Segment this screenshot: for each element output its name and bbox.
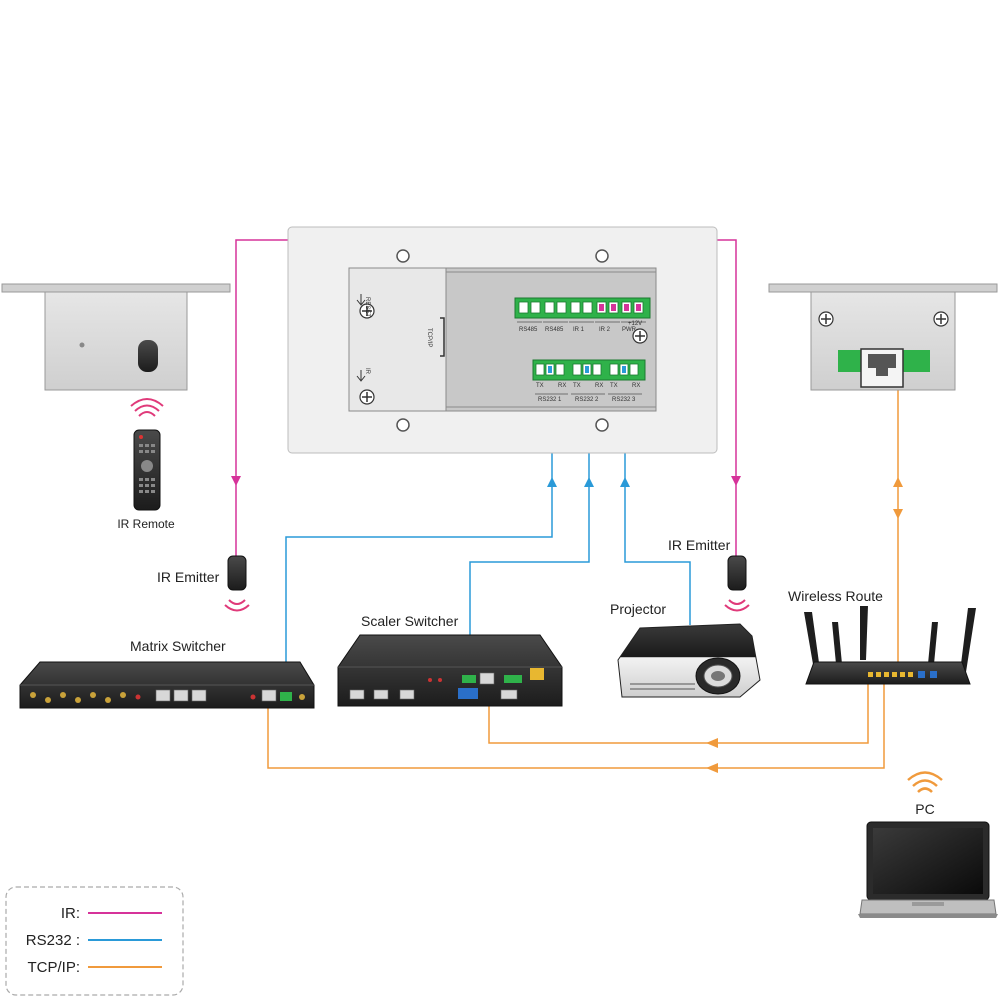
matrix-rs232-port — [280, 692, 292, 701]
legend-box — [5, 886, 184, 996]
ir-emitter-left — [224, 555, 250, 612]
rs232-cable-2 — [469, 378, 590, 680]
ir-remote — [130, 398, 164, 511]
ir-remote-label: IR Remote — [117, 517, 175, 531]
tcpip-port-slot — [440, 317, 445, 357]
screw-hole-top-left — [396, 249, 410, 263]
panel-left-section — [348, 267, 447, 412]
tcpip-arrows — [706, 477, 903, 773]
scaler-switcher — [337, 634, 563, 707]
ir-port-label: IR — [364, 368, 370, 375]
rs232-arrow-2 — [584, 477, 594, 487]
ir-arrow-icon — [356, 370, 366, 382]
rs232-terminal-row — [532, 359, 646, 395]
tcpip-arrow-up — [893, 477, 903, 487]
legend: IR: RS232 : TCP/IP: — [5, 886, 184, 996]
ir-receiver-wall-unit — [1, 283, 231, 391]
rs485-1-label: RS485 — [519, 327, 538, 333]
reset-label: RESET — [364, 297, 370, 317]
projector — [617, 623, 761, 698]
matrix-switcher-label: Matrix Switcher — [130, 638, 226, 654]
ir2-label: IR 2 — [599, 327, 611, 333]
pc-label: PC — [915, 801, 934, 817]
ir-arrow-left — [231, 476, 241, 486]
tcpip-arrow-down — [893, 509, 903, 519]
rs232-2-label: RS232 2 — [575, 397, 599, 403]
ir-emitter-right-label: IR Emitter — [668, 537, 731, 553]
rs232-arrow-3 — [620, 477, 630, 487]
ir-emitter-left-label: IR Emitter — [157, 569, 220, 585]
rs232-2-rx-label: RX — [595, 383, 603, 389]
tcpip-cable-matrix — [267, 676, 885, 769]
laptop-screen — [873, 828, 983, 894]
scaler-rs232-port — [462, 675, 476, 683]
rs232-arrows — [547, 477, 630, 487]
top-terminal-row — [514, 297, 651, 323]
panel-screw-bottom — [359, 389, 375, 405]
wifi-icon — [907, 771, 943, 793]
rs232-1-rx-label: RX — [558, 383, 566, 389]
rj45-wall-unit — [768, 283, 998, 391]
rs232-cable-3 — [624, 378, 691, 625]
rs232-1-tx-label: TX — [536, 383, 544, 389]
screw-hole-bottom-left — [396, 418, 410, 432]
matrix-switcher — [19, 661, 315, 709]
screw-hole-top-right — [595, 249, 609, 263]
wireless-router-label: Wireless Route — [788, 588, 883, 604]
tcpip-arrow-scaler — [706, 738, 718, 748]
laptop-pc — [858, 821, 998, 918]
legend-label-tcpip: TCP/IP: — [27, 959, 80, 976]
tcpip-port-label: TCP/IP — [426, 328, 432, 347]
tcpip-cables — [267, 385, 899, 769]
screw-hole-bottom-right — [595, 418, 609, 432]
tcpip-cable-scaler — [488, 676, 869, 744]
legend-label-rs232: RS232 : — [26, 932, 80, 949]
ir-receiver-eye — [138, 340, 158, 372]
wall-screw-right — [933, 311, 949, 327]
rs485-2-label: RS485 — [545, 327, 564, 333]
rs232-3-label: RS232 3 — [612, 397, 636, 403]
wireless-router — [804, 606, 976, 685]
ir-arrows — [231, 476, 741, 486]
rs232-cables — [285, 378, 691, 700]
panel-screw-top — [359, 303, 375, 319]
tcpip-arrow-matrix — [706, 763, 718, 773]
rs232-3-rx-label: RX — [632, 383, 640, 389]
control-panel: RESET TCP/IP IR RS — [287, 226, 718, 454]
emitter-waves-icon-right — [724, 599, 750, 612]
wall-screw-left — [818, 311, 834, 327]
wireless-waves-icon — [130, 398, 164, 417]
rs232-3-tx-label: TX — [610, 383, 618, 389]
rs232-cable-1 — [285, 378, 553, 700]
pwr-label: PWR — [622, 327, 637, 333]
panel-screw-right — [632, 328, 648, 344]
projector-label: Projector — [610, 601, 666, 617]
rs232-1-label: RS232 1 — [538, 397, 562, 403]
ir1-label: IR 1 — [573, 327, 585, 333]
led-indicator — [79, 342, 85, 348]
reset-arrow-icon — [356, 294, 366, 306]
v12-label: +12V — [628, 321, 642, 327]
ir-arrow-right — [731, 476, 741, 486]
legend-label-ir: IR: — [61, 905, 80, 922]
ir-emitter-right — [724, 555, 750, 612]
rs232-2-tx-label: TX — [573, 383, 581, 389]
scaler-switcher-label: Scaler Switcher — [361, 613, 459, 629]
emitter-waves-icon-left — [224, 599, 250, 612]
rs232-arrow-1 — [547, 477, 557, 487]
